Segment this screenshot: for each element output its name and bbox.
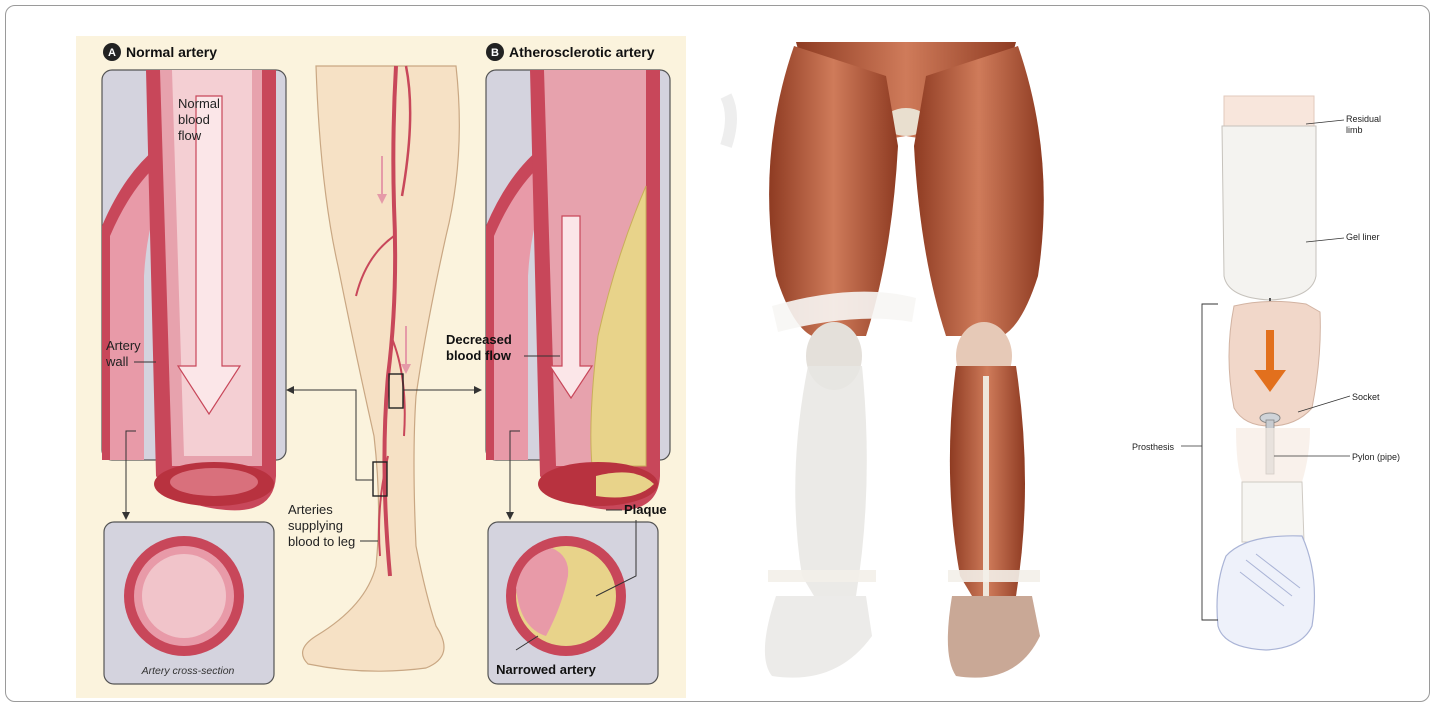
svg-text:blood flow: blood flow	[446, 348, 512, 363]
svg-text:Prosthesis: Prosthesis	[1132, 442, 1175, 452]
svg-text:wall: wall	[105, 354, 129, 369]
svg-text:blood to leg: blood to leg	[288, 534, 355, 549]
svg-text:limb: limb	[1346, 125, 1363, 135]
atherosclerotic-artery-header: B Atherosclerotic artery	[486, 43, 655, 61]
svg-text:Artery cross-section: Artery cross-section	[141, 665, 235, 677]
svg-text:B: B	[491, 47, 499, 59]
prosthesis-diagram: Residual limb Gel liner Socket Pylon (pi…	[1106, 36, 1426, 698]
svg-text:A: A	[108, 47, 116, 59]
svg-text:supplying: supplying	[288, 518, 343, 533]
svg-text:Atherosclerotic artery: Atherosclerotic artery	[509, 44, 655, 60]
artery-diagram: A Normal artery B Atherosclerotic artery	[76, 36, 686, 698]
svg-text:Artery: Artery	[106, 338, 141, 353]
svg-text:blood: blood	[178, 112, 210, 127]
leg-illustration	[303, 66, 460, 671]
svg-text:Socket: Socket	[1352, 392, 1380, 402]
svg-text:Normal: Normal	[178, 96, 220, 111]
artery-diagram-panel: A Normal artery B Atherosclerotic artery	[76, 36, 686, 698]
svg-text:Pylon (pipe): Pylon (pipe)	[1352, 452, 1400, 462]
prosthesis-panel: Residual limb Gel liner Socket Pylon (pi…	[1106, 36, 1426, 698]
leg-muscles-panel	[716, 36, 1096, 698]
leg-muscles-illustration	[716, 36, 1096, 698]
svg-text:Plaque: Plaque	[624, 502, 667, 517]
svg-text:Normal artery: Normal artery	[126, 44, 217, 60]
normal-artery-header: A Normal artery	[103, 43, 217, 61]
svg-text:Residual: Residual	[1346, 114, 1381, 124]
figure-frame: A Normal artery B Atherosclerotic artery	[5, 5, 1430, 702]
svg-text:flow: flow	[178, 128, 202, 143]
svg-text:Gel liner: Gel liner	[1346, 232, 1380, 242]
svg-text:Arteries: Arteries	[288, 502, 333, 517]
svg-text:Narrowed artery: Narrowed artery	[496, 662, 596, 677]
svg-text:Decreased: Decreased	[446, 332, 512, 347]
